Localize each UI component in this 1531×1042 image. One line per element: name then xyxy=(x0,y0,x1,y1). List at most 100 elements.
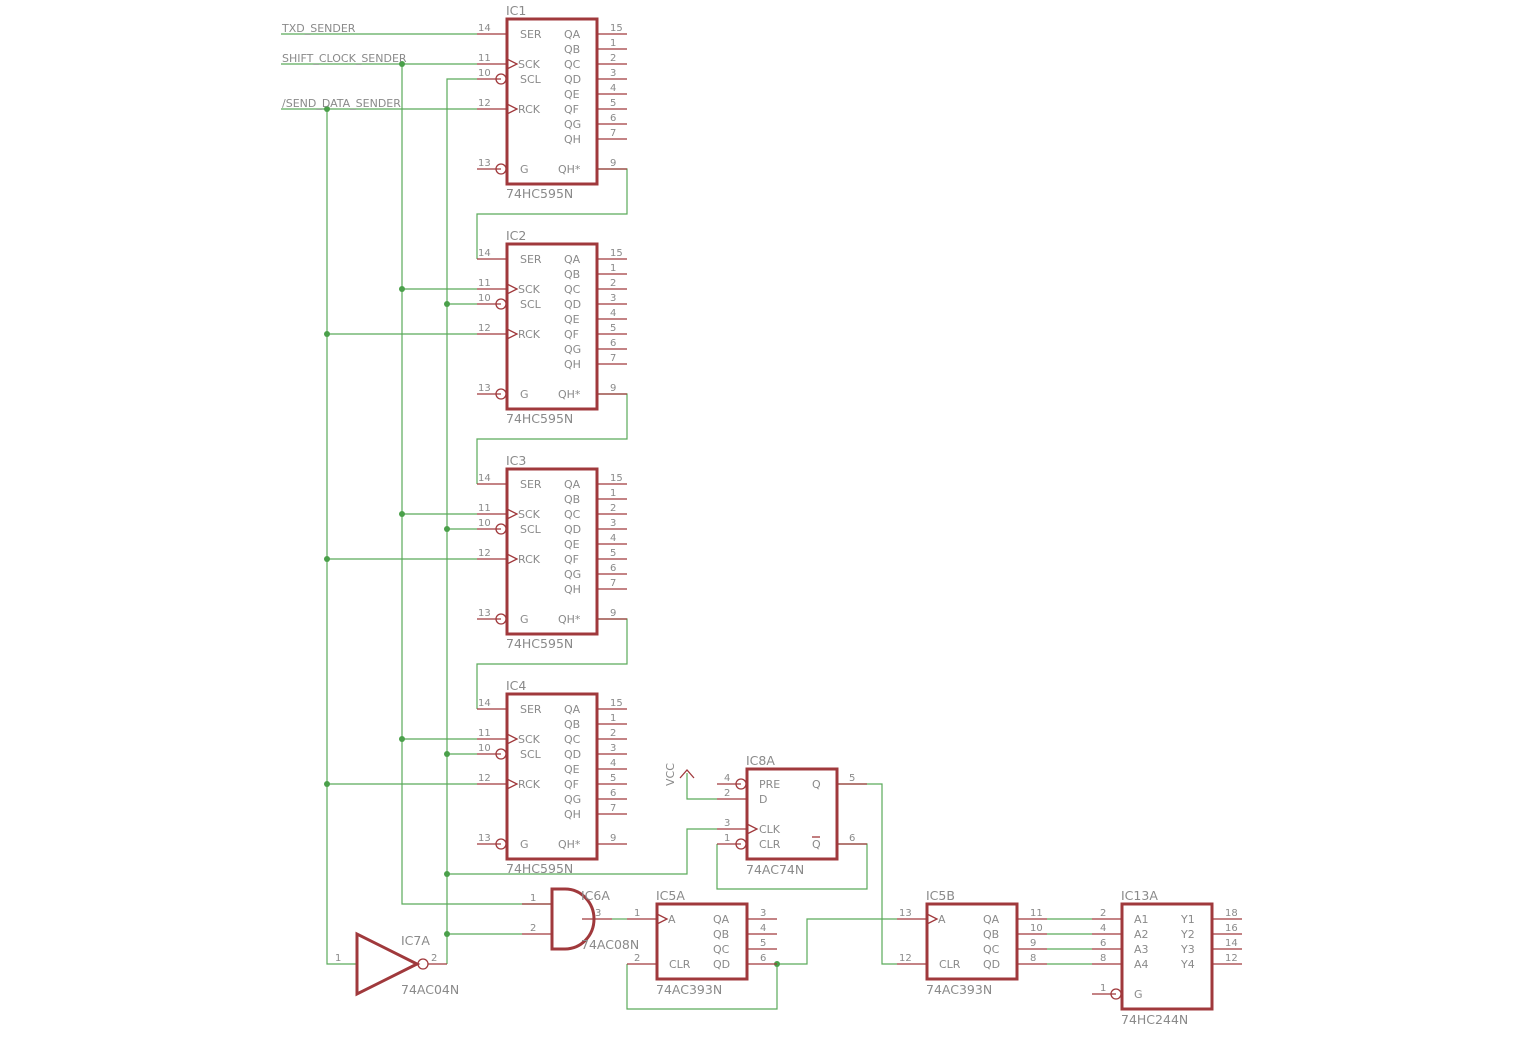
ic5a-pins xyxy=(627,918,777,965)
pin-number: 15 xyxy=(610,23,623,34)
inversion-bubble xyxy=(495,298,507,310)
ic7a-name: IC7A xyxy=(401,933,430,948)
pin-label: QG xyxy=(564,793,581,806)
ic13a-buffer: IC13A 74HC244N A1 A2 A3 A4 G Y1 Y2 Y3 Y4… xyxy=(1092,888,1242,1027)
junctions xyxy=(324,61,780,967)
pin-number: 12 xyxy=(478,548,491,559)
net-label-send-data-sender: /SEND_DATA_SENDER xyxy=(282,97,401,110)
ic6a-pin-number: 1 xyxy=(530,893,536,904)
pin-label: SER xyxy=(520,28,542,41)
ic5b-pin-number: 8 xyxy=(1030,953,1036,964)
pin-number: 11 xyxy=(478,728,491,739)
pin-label: QD xyxy=(564,748,581,761)
clock-marker xyxy=(506,283,519,295)
pin-number: 3 xyxy=(610,293,616,304)
pin-label: QC xyxy=(564,733,581,746)
pin-number: 3 xyxy=(610,518,616,529)
net-label-shift-clock-sender: SHIFT_CLOCK_SENDER xyxy=(282,52,407,65)
ic5b-part: 74AC393N xyxy=(926,982,992,997)
pin-number: 1 xyxy=(610,713,616,724)
shift-register-part: 74HC595N xyxy=(506,411,573,426)
ic8a-pin-number: 3 xyxy=(724,818,730,829)
ic8a-flip-flop: IC8A 74AC74N PRE D CLK CLR Q Q 4 2 3 1 5… xyxy=(717,753,867,877)
clock-marker xyxy=(506,58,519,70)
ic13a-y1-label: Y1 xyxy=(1180,913,1195,926)
pin-label: QH xyxy=(564,583,581,596)
pin-number: 5 xyxy=(610,773,616,784)
pin-label: QA xyxy=(564,703,581,716)
pin-number: 7 xyxy=(610,578,616,589)
pin-number: 10 xyxy=(478,293,491,304)
shift-register-name: IC4 xyxy=(506,678,526,693)
bus-send-data xyxy=(326,109,357,965)
pin-number: 5 xyxy=(610,548,616,559)
pin-number: 14 xyxy=(478,23,491,34)
clock-marker xyxy=(506,328,519,340)
pin-number: 14 xyxy=(478,698,491,709)
ic5b-qd-label: QD xyxy=(983,958,1000,971)
ic8a-body xyxy=(745,767,839,861)
pin-label: QH xyxy=(564,133,581,146)
ic13a-y4-label: Y4 xyxy=(1180,958,1195,971)
ic8a-q-label: Q xyxy=(812,778,821,791)
pin-number: 13 xyxy=(478,833,491,844)
junction-dot xyxy=(444,871,450,877)
junction-dot xyxy=(444,526,450,532)
ic5b-counter: IC5B 74AC393N A CLR QA QB QC QD 13 12 11… xyxy=(897,888,1047,997)
pin-label: SCK xyxy=(518,58,541,71)
shift-register-name: IC3 xyxy=(506,453,526,468)
ic13a-pin-number: 1 xyxy=(1100,983,1106,994)
pin-label: SCL xyxy=(520,298,542,311)
ic5a-qa-label: QA xyxy=(713,913,730,926)
pin-number: 6 xyxy=(610,113,616,124)
junction-dot xyxy=(399,511,405,517)
pin-label: QF xyxy=(564,328,579,341)
ic5a-pin-number: 6 xyxy=(760,953,766,964)
inversion-bubble xyxy=(495,838,507,850)
junction-dot xyxy=(444,751,450,757)
inversion-bubble xyxy=(495,523,507,535)
pin-label: QD xyxy=(564,73,581,86)
ic5a-pin-number: 4 xyxy=(760,923,766,934)
pin-number: 2 xyxy=(610,728,616,739)
ic8a-name: IC8A xyxy=(746,753,775,768)
ic5a-qb-label: QB xyxy=(713,928,729,941)
ic13a-name: IC13A xyxy=(1121,888,1158,903)
ic6a-and-gate: IC6A 74AC08N 1 2 3 xyxy=(522,887,639,952)
pin-label: QA xyxy=(564,28,581,41)
pin-number: 9 xyxy=(610,608,616,619)
pin-number: 14 xyxy=(478,248,491,259)
pin-label: QH* xyxy=(558,388,581,401)
net-label-txd-sender: TXD_SENDER xyxy=(281,22,356,35)
ic5a-pin-number: 1 xyxy=(634,908,640,919)
ic5b-pin-number: 13 xyxy=(899,908,912,919)
ic5a-name: IC5A xyxy=(656,888,685,903)
ic13a-pin-number: 14 xyxy=(1225,938,1238,949)
pin-number: 5 xyxy=(610,98,616,109)
junction-dot xyxy=(399,736,405,742)
ic13a-part: 74HC244N xyxy=(1121,1012,1188,1027)
pin-number: 5 xyxy=(610,323,616,334)
pin-number: 13 xyxy=(478,383,491,394)
shift-register-part: 74HC595N xyxy=(506,636,573,651)
ic8a-pins xyxy=(717,783,867,845)
pin-number: 11 xyxy=(478,53,491,64)
bus-clear xyxy=(446,78,477,964)
pin-label: SCK xyxy=(518,733,541,746)
ic5a-counter: IC5A 74AC393N A CLR QA QB QC QD 1 2 3 4 … xyxy=(627,888,777,997)
pin-label: RCK xyxy=(518,553,541,566)
clock-marker xyxy=(506,103,519,115)
pin-number: 15 xyxy=(610,473,623,484)
shift-register-part: 74HC595N xyxy=(506,861,573,876)
clock-marker xyxy=(506,553,519,565)
vcc-arrow-icon xyxy=(679,769,695,779)
pin-label: G xyxy=(520,838,529,851)
pin-label: QF xyxy=(564,103,579,116)
wire-vcc xyxy=(686,773,717,800)
pin-number: 13 xyxy=(478,608,491,619)
shift-register-body xyxy=(505,467,599,636)
ic8a-qn-label: Q xyxy=(812,838,821,851)
ic7a-body xyxy=(355,931,421,997)
shift-register-body xyxy=(505,17,599,186)
ic5b-name: IC5B xyxy=(926,888,955,903)
